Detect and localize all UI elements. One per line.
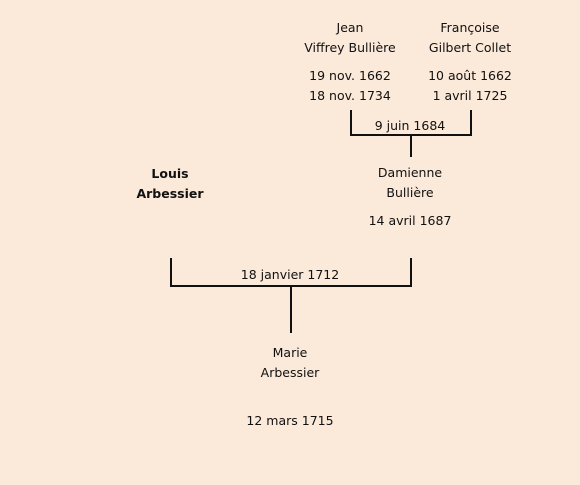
connector-horizontal [350, 134, 472, 136]
connector-left-vertical [170, 258, 172, 287]
person-damienne[interactable]: Damienne Bullière 14 avril 1687 [340, 163, 480, 231]
connector-right-vertical [470, 110, 472, 136]
person-last-name: Gilbert Collet [428, 40, 512, 55]
person-first-name: Jean [336, 20, 364, 35]
person-last-name: Bullière [386, 185, 434, 200]
person-louis[interactable]: Louis Arbessier [100, 164, 240, 204]
person-last-name: Arbessier [260, 365, 320, 380]
birth-date: 19 nov. 1662 [309, 68, 391, 83]
death-date: 18 nov. 1734 [309, 88, 391, 103]
birth-date: 14 avril 1687 [368, 213, 452, 228]
person-dates: 12 mars 1715 [220, 411, 360, 431]
death-date: 1 avril 1725 [432, 88, 508, 103]
person-last-name: Arbessier [136, 186, 204, 201]
person-jean[interactable]: Jean Viffrey Bullière 19 nov. 1662 18 no… [280, 18, 420, 106]
birth-date: 10 août 1662 [428, 68, 512, 83]
connector-descendant [410, 136, 412, 157]
person-first-name: Louis [151, 166, 189, 181]
person-francoise[interactable]: Françoise Gilbert Collet 10 août 1662 1 … [400, 18, 540, 106]
person-first-name: Françoise [440, 20, 500, 35]
connector-left-vertical [350, 110, 352, 136]
birth-date: 12 mars 1715 [246, 413, 334, 428]
person-first-name: Damienne [377, 165, 443, 180]
person-dates: 14 avril 1687 [340, 211, 480, 231]
person-dates: 19 nov. 1662 18 nov. 1734 [280, 66, 420, 106]
connector-horizontal [170, 285, 412, 287]
person-dates: 10 août 1662 1 avril 1725 [400, 66, 540, 106]
person-marie[interactable]: Marie Arbessier 12 mars 1715 [220, 343, 360, 431]
marriage-date: 18 janvier 1712 [240, 267, 340, 282]
person-last-name: Viffrey Bullière [304, 40, 396, 55]
marriage-date: 9 juin 1684 [374, 118, 446, 133]
person-first-name: Marie [272, 345, 308, 360]
connector-descendant [290, 287, 292, 333]
connector-right-vertical [410, 258, 412, 287]
